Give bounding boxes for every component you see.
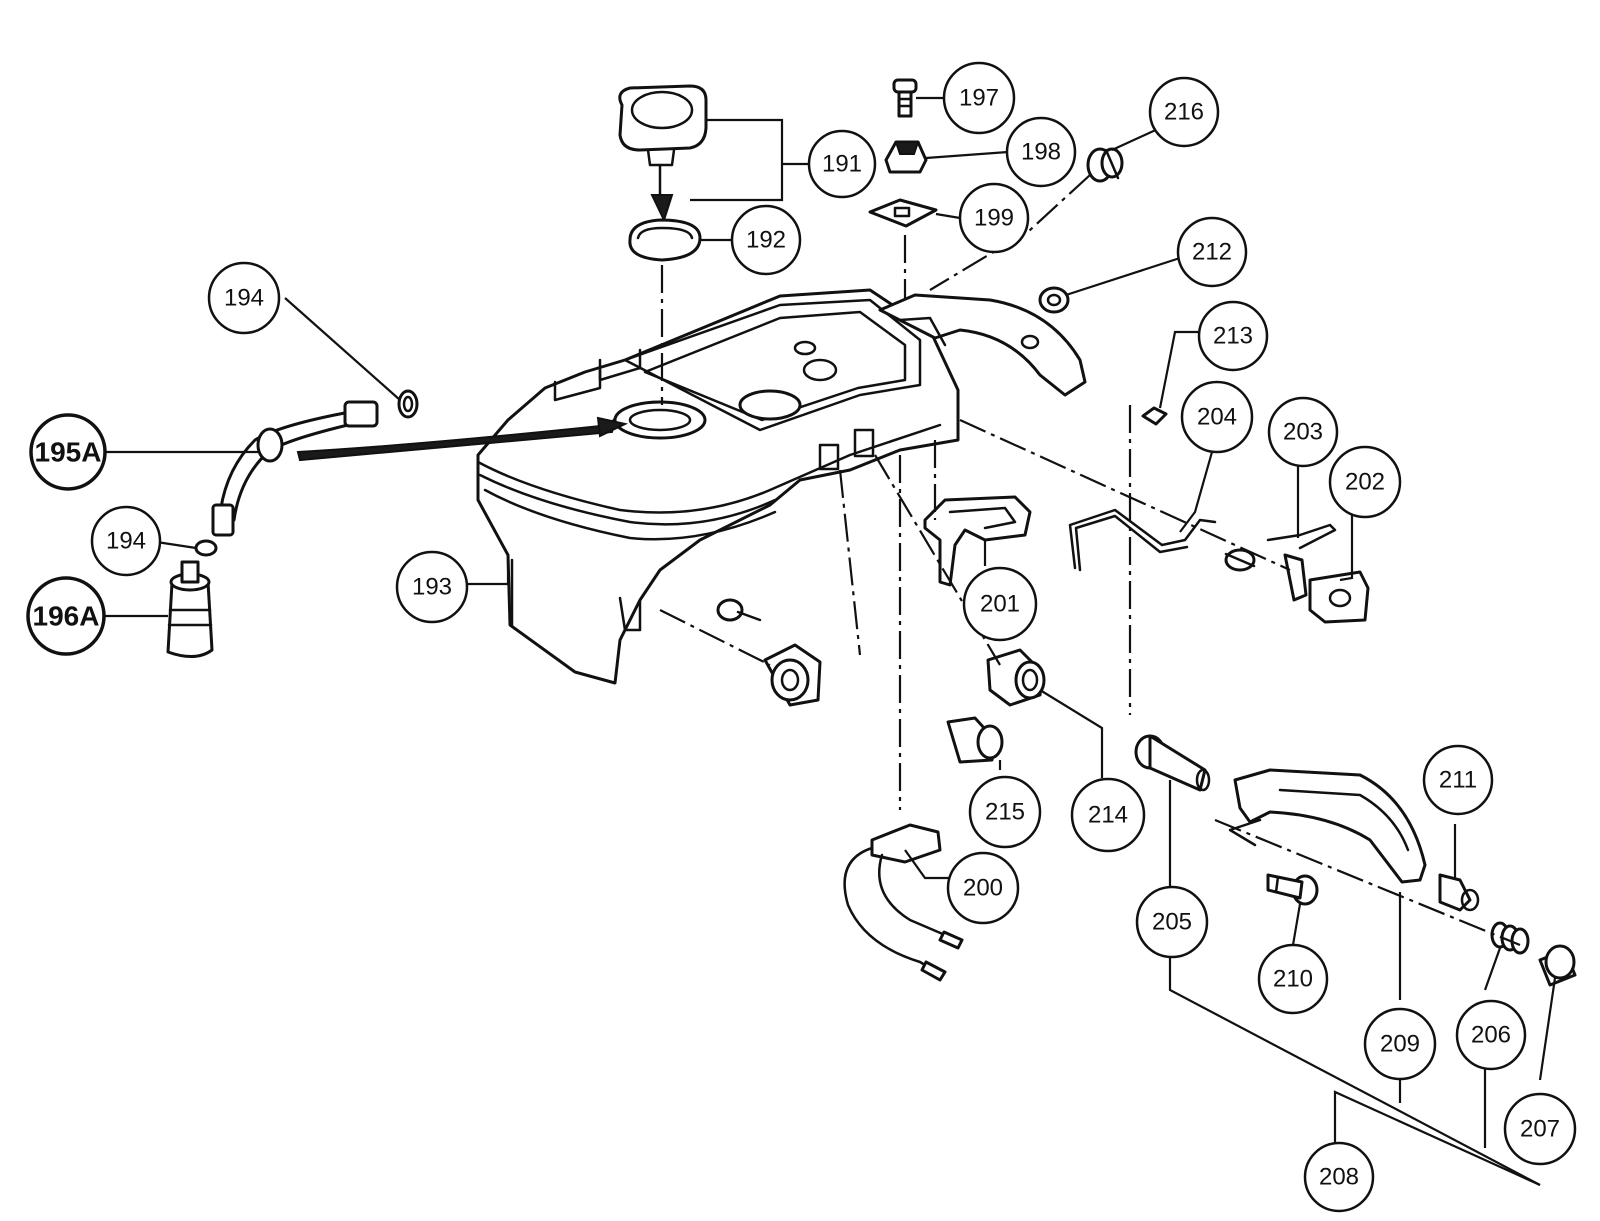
cap-block-part: [884, 140, 928, 174]
callout-197: 197: [942, 61, 1016, 135]
callout-199: 199: [958, 182, 1030, 254]
callout-213: 213: [1197, 300, 1269, 372]
callout-195A: 195A: [29, 413, 107, 491]
bushing-part-207: [1538, 944, 1577, 987]
callout-203: 203: [1267, 396, 1339, 468]
callout-196A: 196A: [26, 576, 106, 656]
tank-housing-part: [476, 288, 960, 685]
callout-194-top: 194: [207, 261, 281, 335]
svg-text:215: 215: [985, 799, 1025, 826]
square-nut-part: [1141, 406, 1168, 426]
svg-text:192: 192: [746, 227, 786, 254]
callout-193: 193: [395, 550, 469, 624]
svg-text:196A: 196A: [33, 601, 100, 632]
stud-bushing-part: [716, 598, 822, 707]
svg-text:214: 214: [1088, 802, 1128, 829]
bolt-part-205: [1134, 734, 1211, 792]
svg-text:194: 194: [106, 528, 146, 555]
svg-text:206: 206: [1471, 1022, 1511, 1049]
nut-part-211: [1438, 873, 1480, 912]
svg-text:200: 200: [963, 875, 1003, 902]
grommet-part: [1086, 147, 1124, 183]
callout-212: 212: [1176, 216, 1248, 288]
callout-206: 206: [1455, 999, 1527, 1071]
callout-194-bottom: 194: [90, 505, 162, 577]
callout-209: 209: [1363, 1007, 1437, 1081]
wire-spring-part: [1068, 508, 1217, 572]
washer-part-bottom: [194, 539, 218, 557]
svg-text:205: 205: [1152, 909, 1192, 936]
callout-214: 214: [1070, 777, 1146, 853]
spring-part-206: [1490, 921, 1530, 955]
svg-text:193: 193: [412, 574, 452, 601]
svg-text:216: 216: [1164, 99, 1204, 126]
rubber-mount-part-214: [986, 648, 1046, 707]
wire-harness-part: [843, 823, 964, 982]
ring-seal-part: [628, 218, 702, 262]
svg-text:199: 199: [974, 205, 1014, 232]
bracket-part-201: [923, 495, 1032, 587]
leader-lines: [103, 96, 1557, 1187]
gasket-plate-part: [868, 198, 938, 228]
svg-text:207: 207: [1520, 1116, 1560, 1143]
nut-part-212: [1038, 286, 1070, 314]
callout-210: 210: [1257, 943, 1329, 1015]
callout-201: 201: [962, 566, 1038, 642]
lever-assembly-part: [1224, 523, 1370, 624]
screw-part-210: [1266, 873, 1319, 906]
svg-text:194: 194: [224, 285, 264, 312]
assembly-lines: [659, 174, 1521, 947]
svg-text:202: 202: [1345, 469, 1385, 496]
svg-text:198: 198: [1021, 139, 1061, 166]
svg-text:210: 210: [1273, 966, 1313, 993]
callout-207: 207: [1503, 1092, 1577, 1166]
fuel-filter-part: [166, 560, 214, 658]
rubber-mount-part-215: [946, 716, 1004, 764]
front-handle-part: [1228, 768, 1427, 884]
callout-200: 200: [946, 851, 1020, 925]
svg-text:212: 212: [1192, 239, 1232, 266]
svg-text:204: 204: [1197, 404, 1237, 431]
callout-192: 192: [730, 204, 802, 276]
svg-text:197: 197: [959, 85, 999, 112]
callout-215: 215: [968, 775, 1042, 849]
svg-text:213: 213: [1213, 323, 1253, 350]
callout-204: 204: [1180, 380, 1254, 454]
callout-191: 191: [807, 129, 877, 199]
svg-text:209: 209: [1380, 1031, 1420, 1058]
washer-part-top: [397, 389, 419, 419]
svg-text:203: 203: [1283, 419, 1323, 446]
callout-198: 198: [1005, 116, 1077, 188]
handle-bar-part: [878, 293, 1087, 397]
callout-202: 202: [1328, 445, 1402, 519]
screw-part-197: [892, 78, 918, 118]
callout-216: 216: [1148, 76, 1220, 148]
callout-211: 211: [1422, 744, 1494, 816]
svg-text:195A: 195A: [35, 437, 102, 468]
fuel-cap-part: [618, 84, 708, 223]
callout-205: 205: [1135, 885, 1209, 959]
svg-text:208: 208: [1319, 1164, 1359, 1191]
svg-text:211: 211: [1439, 767, 1477, 794]
svg-text:191: 191: [822, 151, 862, 178]
fuel-hose-part: [211, 400, 629, 537]
callout-208: 208: [1303, 1141, 1375, 1213]
svg-text:201: 201: [980, 591, 1020, 618]
